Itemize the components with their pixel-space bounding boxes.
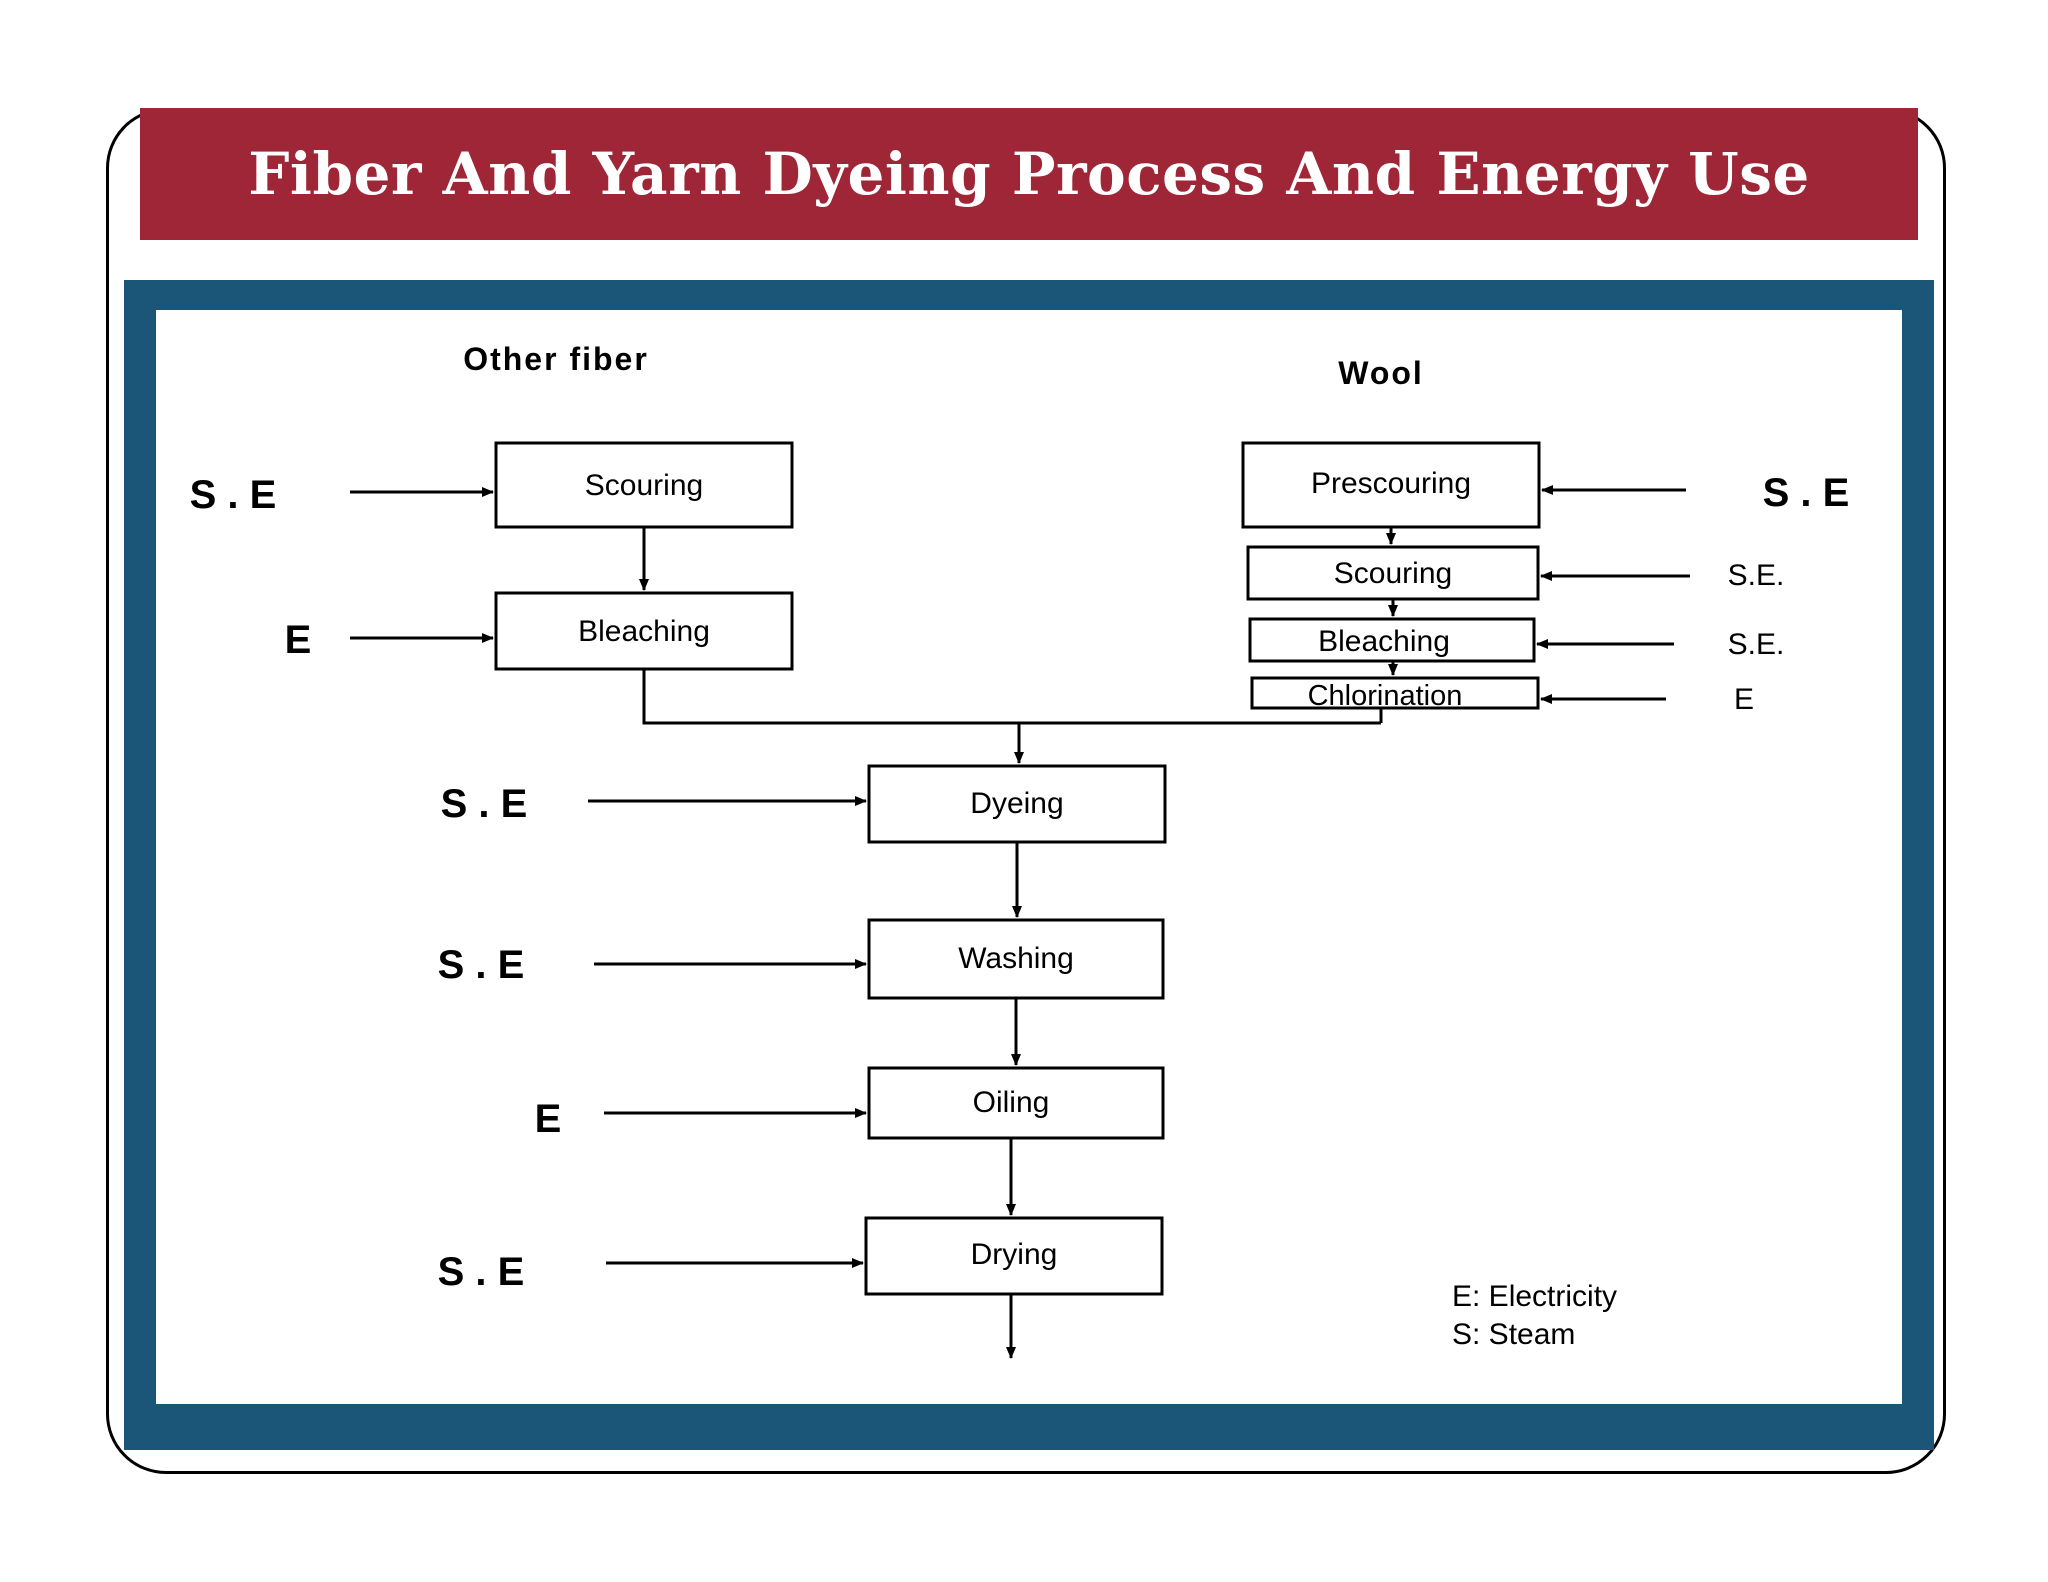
flow-step-dyeing: Dyeing: [867, 764, 1167, 844]
energy-label-wool-chlorination: E: [1734, 683, 1754, 716]
slide-title: Fiber And Yarn Dyeing Process And Energy…: [248, 140, 1810, 208]
flow-step-wool-scouring: Scouring: [1246, 545, 1540, 601]
step-label: Drying: [971, 1238, 1058, 1271]
diagram-canvas: Other fiber Wool Scouring S . E Bleachin…: [156, 310, 1902, 1404]
flow-step-wool-prescouring: Prescouring: [1241, 441, 1541, 529]
legend-electricity: E: Electricity: [1452, 1280, 1617, 1313]
step-label: Washing: [958, 942, 1074, 975]
process-flow-diagram: Other fiber Wool Scouring S . E Bleachin…: [190, 341, 1850, 1359]
flow-step-left-scouring: Scouring: [494, 441, 794, 529]
flow-step-wool-bleaching: Bleaching: [1248, 617, 1536, 663]
energy-label-wool-scouring: S.E.: [1728, 559, 1785, 592]
energy-label-left-scouring: S . E: [190, 473, 277, 517]
energy-label-washing: S . E: [438, 943, 525, 987]
step-label: Prescouring: [1311, 467, 1471, 500]
energy-label-wool-prescouring: S . E: [1763, 471, 1850, 515]
energy-label-left-bleaching: E: [285, 618, 312, 662]
energy-label-wool-bleaching: S.E.: [1728, 628, 1785, 661]
step-label: Bleaching: [1318, 625, 1450, 658]
step-label: Oiling: [973, 1086, 1050, 1119]
energy-label-drying: S . E: [438, 1250, 525, 1294]
step-label: Chlorination: [1308, 680, 1463, 712]
step-label: Scouring: [585, 469, 703, 502]
step-label: Bleaching: [578, 615, 710, 648]
energy-label-dyeing: S . E: [441, 782, 528, 826]
step-label: Scouring: [1334, 557, 1452, 590]
step-label: Dyeing: [970, 787, 1063, 820]
flow-step-drying: Drying: [864, 1216, 1164, 1296]
merge-line-left: [642, 669, 1381, 725]
column-heading-wool: Wool: [1338, 355, 1424, 391]
column-heading-other-fiber: Other fiber: [463, 341, 649, 377]
flow-step-left-bleaching: Bleaching: [494, 591, 794, 671]
title-bar: Fiber And Yarn Dyeing Process And Energy…: [140, 108, 1918, 240]
flow-step-washing: Washing: [867, 918, 1165, 1000]
flow-step-wool-chlorination: Chlorination: [1250, 676, 1540, 712]
flow-step-oiling: Oiling: [867, 1066, 1165, 1140]
legend-steam: S: Steam: [1452, 1318, 1575, 1351]
energy-label-oiling: E: [535, 1097, 562, 1141]
